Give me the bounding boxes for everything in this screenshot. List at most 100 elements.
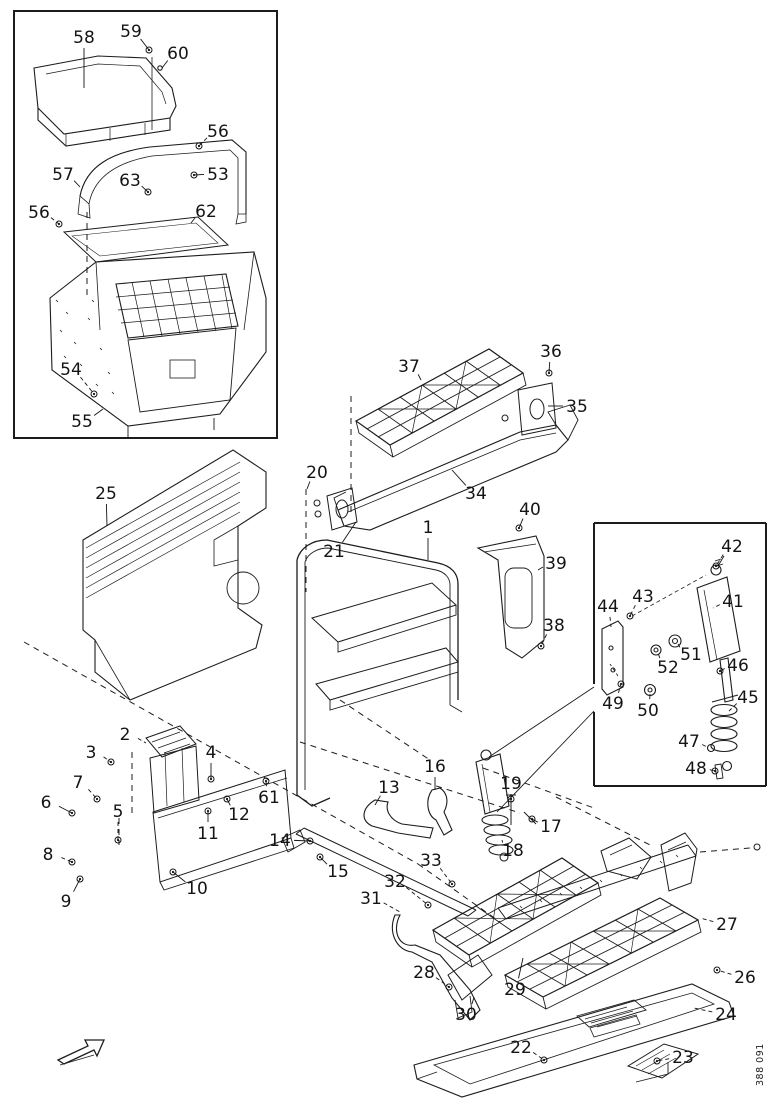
fastener-icon-dot bbox=[517, 526, 521, 530]
hoop-frame-57-drawing bbox=[77, 139, 247, 225]
leader-line-20 bbox=[306, 481, 311, 490]
fastener-icon-dot bbox=[530, 817, 534, 821]
callout-44: 44 bbox=[597, 597, 619, 617]
fastener-icon bbox=[262, 777, 270, 785]
callout-47: 47 bbox=[678, 732, 700, 752]
leader-line-39 bbox=[537, 566, 544, 571]
leader-line-40 bbox=[518, 518, 524, 529]
fastener-icon bbox=[204, 807, 212, 815]
leader-line-30 bbox=[471, 996, 475, 1005]
callout-35: 35 bbox=[566, 397, 588, 417]
leader-line-47 bbox=[702, 744, 708, 748]
fastener-icon-dot bbox=[146, 190, 150, 194]
rear-panel-25-drawing bbox=[82, 449, 267, 701]
gasket-plate-62-drawing bbox=[62, 216, 230, 263]
fastener-icon bbox=[169, 868, 177, 876]
leader-line-62 bbox=[190, 217, 196, 224]
callout-53: 53 bbox=[207, 165, 229, 185]
bracket-20-21-drawing bbox=[313, 487, 358, 531]
fastener-icon bbox=[90, 390, 98, 398]
callout-20: 20 bbox=[306, 463, 328, 483]
fastener-icon-dot bbox=[619, 682, 623, 686]
leader-line-41 bbox=[712, 604, 720, 609]
fastener-icon bbox=[711, 767, 719, 775]
callout-46: 46 bbox=[727, 656, 749, 676]
leader-line-42 bbox=[715, 554, 724, 567]
callout-40: 40 bbox=[519, 500, 541, 520]
callout-62: 62 bbox=[195, 202, 217, 222]
leader-line-43 bbox=[629, 605, 636, 617]
leader-line-26 bbox=[716, 969, 732, 975]
leader-line-2 bbox=[137, 737, 147, 744]
fastener-icon bbox=[515, 524, 523, 532]
callout-54: 54 bbox=[60, 360, 82, 380]
callout-16: 16 bbox=[424, 757, 446, 777]
fastener-icon bbox=[93, 795, 101, 803]
callout-57: 57 bbox=[52, 165, 74, 185]
callout-18: 18 bbox=[502, 841, 524, 861]
leader-line-49 bbox=[618, 683, 622, 693]
callout-26: 26 bbox=[734, 968, 756, 988]
callout-9: 9 bbox=[61, 892, 72, 912]
callout-28: 28 bbox=[413, 963, 435, 983]
leader-line-12 bbox=[226, 798, 231, 806]
fastener-icon-dot bbox=[225, 797, 229, 801]
leader-line-37 bbox=[417, 374, 422, 381]
callout-8: 8 bbox=[43, 845, 54, 865]
fastener-icon bbox=[712, 562, 720, 570]
callout-33: 33 bbox=[420, 851, 442, 871]
tread-27-drawing bbox=[503, 897, 702, 1010]
callout-31: 31 bbox=[360, 889, 382, 909]
fastener-icon bbox=[207, 775, 215, 783]
callout-23: 23 bbox=[672, 1048, 694, 1068]
callout-17: 17 bbox=[540, 817, 562, 837]
fastener-icon-dot bbox=[70, 860, 74, 864]
fastener-icon bbox=[716, 667, 724, 675]
leader-line-38 bbox=[540, 634, 548, 647]
side-bracket-39-drawing bbox=[476, 535, 545, 659]
leader-line-8 bbox=[61, 857, 73, 863]
fastener-icon-dot bbox=[426, 903, 430, 907]
callout-49: 49 bbox=[602, 694, 624, 714]
callout-42: 42 bbox=[721, 537, 743, 557]
fastener-icon bbox=[76, 875, 84, 883]
callout-25: 25 bbox=[95, 484, 117, 504]
bracket-28-30-drawing bbox=[447, 954, 493, 1019]
callout-56: 56 bbox=[207, 122, 229, 142]
callout-41: 41 bbox=[722, 592, 744, 612]
tread-37-drawing bbox=[354, 348, 527, 458]
leader-line-23 bbox=[656, 1058, 670, 1062]
fastener-icon bbox=[617, 680, 625, 688]
fastener-icon-dot bbox=[192, 173, 196, 177]
main-step-frame-1-drawing bbox=[296, 539, 463, 807]
step-frame-34-drawing bbox=[333, 404, 579, 531]
callout-6: 6 bbox=[41, 793, 52, 813]
callout-3: 3 bbox=[86, 743, 97, 763]
callout-36: 36 bbox=[540, 342, 562, 362]
fastener-icon bbox=[145, 46, 153, 54]
fastener-icon bbox=[114, 836, 122, 844]
leader-line-45 bbox=[728, 703, 738, 712]
fastener-icon-dot bbox=[547, 371, 551, 375]
fastener-icon-dot bbox=[715, 968, 719, 972]
callout-32: 32 bbox=[384, 872, 406, 892]
leader-line-3 bbox=[103, 756, 112, 763]
fastener-icon bbox=[626, 612, 634, 620]
bracket-23-drawing bbox=[626, 1043, 700, 1083]
fastener-icon-dot bbox=[70, 811, 74, 815]
callout-7: 7 bbox=[73, 773, 84, 793]
leader-line-36 bbox=[548, 361, 551, 374]
fastener-icon-dot bbox=[539, 644, 543, 648]
fastener-icon-dot bbox=[95, 797, 99, 801]
fastener-icon bbox=[713, 966, 721, 974]
shock-absorber-18-drawing bbox=[475, 749, 514, 862]
fastener-icon bbox=[223, 795, 231, 803]
callout-13: 13 bbox=[378, 778, 400, 798]
leader-line-18 bbox=[501, 839, 504, 843]
fastener-icon-dot bbox=[147, 48, 151, 52]
leader-line-63 bbox=[141, 185, 149, 193]
fastener-icon-dot bbox=[509, 797, 513, 801]
callout-29: 29 bbox=[504, 980, 526, 1000]
